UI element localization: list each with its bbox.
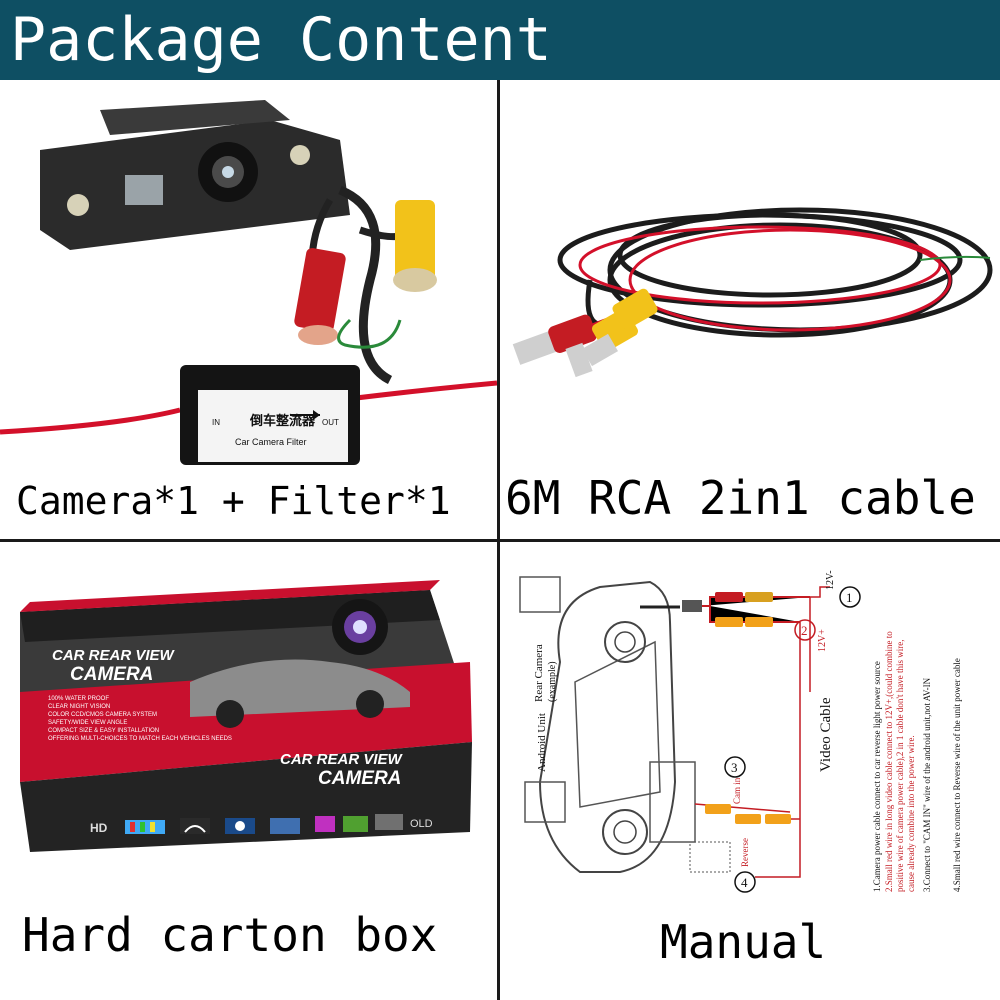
box-feature-5: COMPACT SIZE & EASY INSTALLATION [48, 728, 159, 734]
caption-camera-filter: Camera*1 + Filter*1 [16, 479, 451, 523]
wiring-diagram: Rear Camera (example) Android Unit 1 12V… [519, 570, 962, 893]
arrow-right-icon [313, 410, 320, 420]
cell-manual: Rear Camera (example) Android Unit 1 12V… [500, 542, 1000, 1000]
note-1: 1.Camera power cable connect to car reve… [872, 661, 882, 892]
caption-cable: 6M RCA 2in1 cable [505, 471, 976, 525]
reverse-label: Reverse [740, 838, 750, 867]
note-3: 3.Connect to "CAM IN" wire of the androi… [922, 677, 932, 892]
horizontal-divider [0, 539, 1000, 542]
step-1-marker [839, 586, 861, 608]
cell-cable: 6M RCA 2in1 cable [500, 80, 1000, 539]
camera-screw-right [290, 145, 310, 165]
example-label: (example) [547, 661, 558, 702]
step-2-marker [794, 619, 816, 641]
rear-camera-label: Rear Camera [533, 644, 545, 702]
filter-label-en: Car Camera Filter [235, 437, 307, 447]
video-cable-label: Video Cable [818, 697, 834, 772]
caption-carton-box: Hard carton box [22, 908, 438, 962]
box-title-line2: CAMERA [70, 664, 153, 685]
note-2c: cause already combine into the power wir… [906, 735, 916, 892]
step-1-number: 1 [846, 590, 853, 605]
step-3-marker [724, 756, 746, 778]
cell-carton-box: CAR REAR VIEW CAMERA 100% WATER PROOF CL… [0, 542, 497, 1000]
caption-manual: Manual [660, 915, 827, 969]
label-12v-plus: 12V+ [817, 629, 828, 652]
step-3-number: 3 [731, 760, 738, 775]
camera-screw-left [67, 194, 89, 216]
box-feature-2: CLEAR NIGHT VISION [48, 704, 110, 710]
filter-in-label: IN [212, 418, 220, 427]
android-unit-label: Android Unit [536, 713, 548, 772]
filter-out-label: OUT [322, 418, 339, 427]
box-feature-3: COLOR CCD/CMOS CAMERA SYSTEM [48, 712, 157, 718]
label-12v-minus: 12V- [825, 570, 836, 590]
camera-filter-image: 倒车整流器 Car Camera Filter OUT IN [0, 100, 497, 465]
note-4: 4.Small red wire connect to Reverse wire… [952, 658, 962, 892]
carton-box-image: CAR REAR VIEW CAMERA 100% WATER PROOF CL… [20, 580, 472, 852]
note-2a: 2.Small red wire in long video cable con… [884, 631, 894, 892]
box-side-title-line2: CAMERA [318, 768, 401, 789]
header-banner: Package Content [0, 0, 1000, 80]
step-2-number: 2 [801, 623, 808, 638]
step-4-number: 4 [741, 875, 748, 890]
page-title: Package Content [10, 5, 552, 75]
note-2b: positive wire of camera power cable),2 i… [895, 639, 905, 892]
box-hd-label: HD [90, 821, 108, 835]
cam-in-label: Cam in [732, 777, 742, 804]
wifi-icon [184, 825, 206, 833]
filter-label-cn: 倒车整流器 [249, 413, 316, 429]
moon-icon [235, 821, 245, 831]
box-side-title-line1: CAR REAR VIEW [280, 751, 404, 768]
cable-image [512, 207, 993, 378]
step-4-marker [734, 871, 756, 893]
box-title-line1: CAR REAR VIEW [52, 647, 176, 664]
box-feature-4: SAFETY/WIDE VIEW ANGLE [48, 720, 127, 726]
box-old-label: OLD [410, 818, 433, 830]
box-feature-6: OFFERING MULTI-CHOICES TO MATCH EACH VEH… [48, 736, 232, 742]
cell-camera-filter: 倒车整流器 Car Camera Filter OUT IN Camera*1 … [0, 80, 497, 539]
box-feature-1: 100% WATER PROOF [48, 696, 109, 702]
